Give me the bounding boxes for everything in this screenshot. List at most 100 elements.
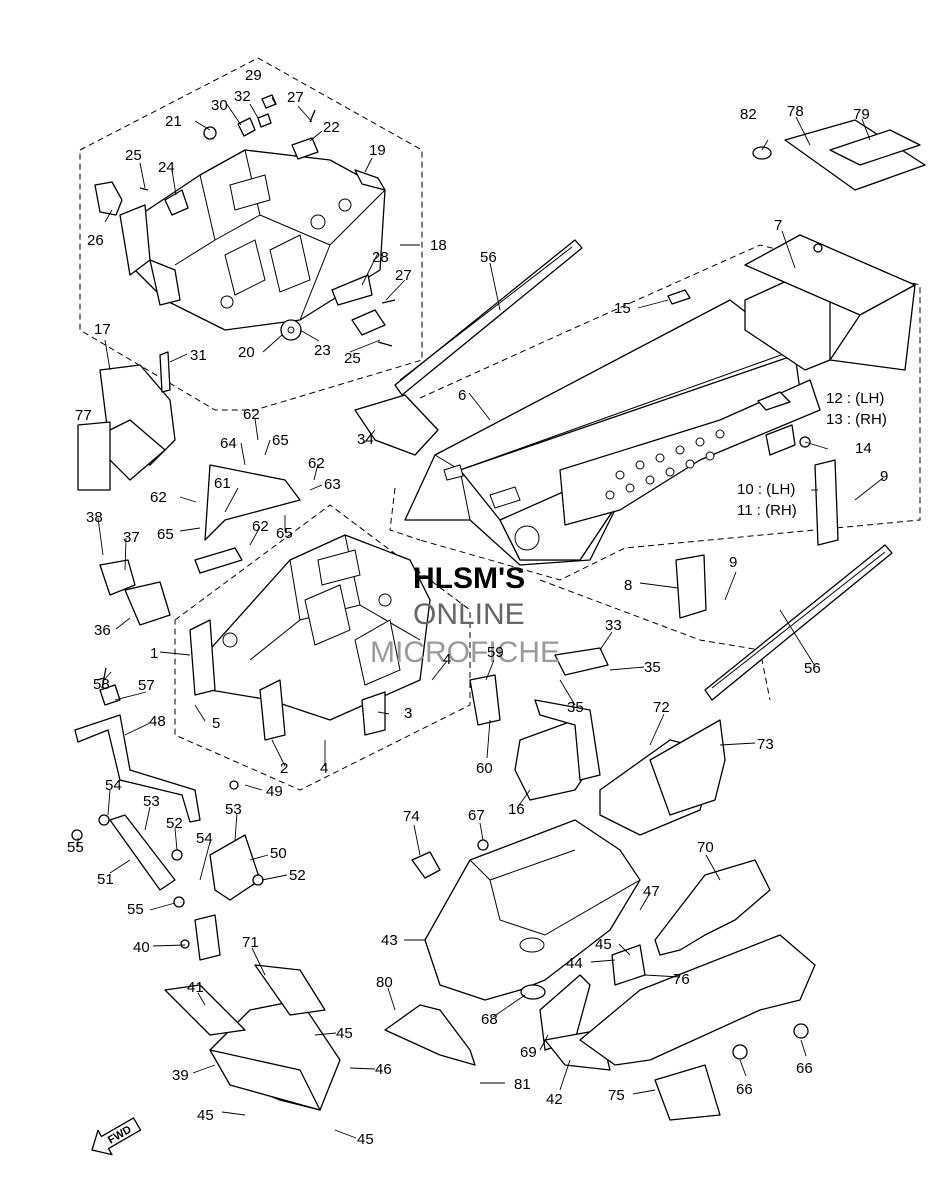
decal-79 xyxy=(829,129,921,166)
callout-17: 17 xyxy=(94,321,111,338)
callout-41: 41 xyxy=(187,979,204,996)
callout-3: 3 xyxy=(404,705,412,722)
callout-54a: 54 xyxy=(105,777,122,794)
callout-27b: 27 xyxy=(395,267,412,284)
tunnel-holes xyxy=(605,429,725,500)
callout-1: 1 xyxy=(150,645,158,662)
callout-81: 81 xyxy=(514,1076,531,1093)
part-16-bracket xyxy=(534,699,601,781)
cap-82 xyxy=(752,146,772,160)
callout-77: 77 xyxy=(75,407,92,424)
callout-24: 24 xyxy=(158,159,175,176)
callout-56b: 56 xyxy=(804,660,821,677)
callout-38: 38 xyxy=(86,509,103,526)
callout-27a: 27 xyxy=(287,89,304,106)
callout-76: 76 xyxy=(673,971,690,988)
callout-8: 8 xyxy=(624,577,632,594)
callout-33: 33 xyxy=(605,617,622,634)
callout-10: 10 : (LH) xyxy=(737,481,795,498)
panel-69 xyxy=(539,974,591,1051)
callout-72: 72 xyxy=(653,699,670,716)
callout-6: 6 xyxy=(458,387,466,404)
leader-lines xyxy=(77,97,884,1139)
lower-frame-assembly xyxy=(99,464,431,741)
callout-15: 15 xyxy=(614,300,631,317)
upper-frame-assembly xyxy=(94,94,396,347)
callout-25a: 25 xyxy=(125,147,142,164)
side-plate-10 xyxy=(814,459,839,546)
callout-68: 68 xyxy=(481,1011,498,1028)
bracket-8 xyxy=(675,554,707,619)
callout-5: 5 xyxy=(212,715,220,732)
fwd-label: FWD xyxy=(106,1124,134,1147)
callout-40: 40 xyxy=(133,939,150,956)
callout-70: 70 xyxy=(697,839,714,856)
callout-64: 64 xyxy=(220,435,237,452)
callout-48: 48 xyxy=(149,713,166,730)
watermark: HLSM'S ONLINE MICROFICHE xyxy=(370,562,560,669)
callout-49: 49 xyxy=(266,783,283,800)
callout-55a: 55 xyxy=(67,839,84,856)
callout-65a: 65 xyxy=(272,432,289,449)
callout-57: 57 xyxy=(138,677,155,694)
callout-55b: 55 xyxy=(127,901,144,918)
callout-62b: 62 xyxy=(308,455,325,472)
callout-56a: 56 xyxy=(480,249,497,266)
callout-54b: 54 xyxy=(196,830,213,847)
callout-65b: 65 xyxy=(157,526,174,543)
panel-70 xyxy=(654,859,771,956)
callout-44: 44 xyxy=(566,955,583,972)
bracket-59 xyxy=(469,674,501,726)
panel-80 xyxy=(384,1004,476,1066)
callout-62c: 62 xyxy=(150,489,167,506)
rail-lower xyxy=(704,544,893,701)
plug-67 xyxy=(477,839,489,851)
callout-16: 16 xyxy=(508,801,525,818)
bracket-40 xyxy=(194,914,221,961)
callout-82: 82 xyxy=(740,106,757,123)
callout-45d: 45 xyxy=(595,936,612,953)
callout-32: 32 xyxy=(234,88,251,105)
clip-74 xyxy=(411,851,441,879)
callout-25b: 25 xyxy=(344,350,361,367)
plug-66a xyxy=(732,1044,748,1060)
bracket-33 xyxy=(554,647,609,676)
callout-29: 29 xyxy=(245,67,262,84)
callout-47: 47 xyxy=(643,883,660,900)
callout-7: 7 xyxy=(774,217,782,234)
bracket-51 xyxy=(109,814,176,891)
callout-66a: 66 xyxy=(736,1081,753,1098)
callout-66b: 66 xyxy=(796,1060,813,1077)
bracket-34 xyxy=(354,394,439,456)
rail-upper xyxy=(394,239,583,396)
callout-26: 26 xyxy=(87,232,104,249)
callout-39: 39 xyxy=(172,1067,189,1084)
watermark-line2: ONLINE xyxy=(413,598,525,631)
callout-4b: 4 xyxy=(320,760,328,777)
callout-53a: 53 xyxy=(143,793,160,810)
bolt-31 xyxy=(159,351,171,393)
callout-74: 74 xyxy=(403,808,420,825)
callout-67: 67 xyxy=(468,807,485,824)
callout-52a: 52 xyxy=(166,815,183,832)
callout-numbers: 29 30 32 27 21 22 19 25 24 26 18 28 27 2… xyxy=(67,67,888,1148)
callout-19: 19 xyxy=(369,142,386,159)
callout-4a: 4 xyxy=(443,651,451,668)
grommet-68 xyxy=(520,984,546,1000)
callout-34: 34 xyxy=(357,431,374,448)
callout-71: 71 xyxy=(242,934,259,951)
plate-77 xyxy=(77,421,111,491)
callout-65c: 65 xyxy=(276,525,293,542)
callout-43: 43 xyxy=(381,932,398,949)
plate-71 xyxy=(254,964,326,1016)
callout-30: 30 xyxy=(211,97,228,114)
callout-51: 51 xyxy=(97,871,114,888)
watermark-line3: MICROFICHE xyxy=(370,636,560,669)
callout-14: 14 xyxy=(855,440,872,457)
callout-22: 22 xyxy=(323,119,340,136)
callout-61: 61 xyxy=(214,475,231,492)
callout-18: 18 xyxy=(430,237,447,254)
plug-66b xyxy=(793,1023,809,1039)
callout-21: 21 xyxy=(165,113,182,130)
skid-39-base xyxy=(209,1049,321,1111)
